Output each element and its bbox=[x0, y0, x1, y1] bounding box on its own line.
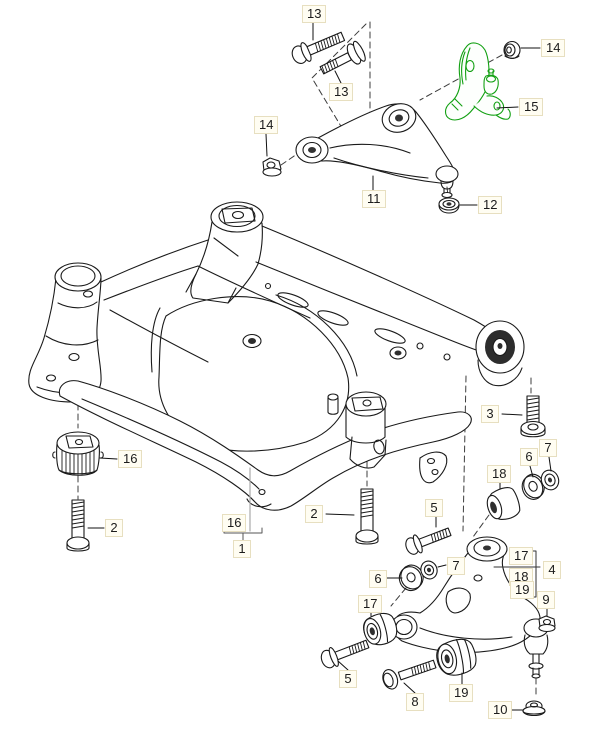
callout-13-top[interactable]: 13 bbox=[302, 5, 327, 23]
leader-lines bbox=[87, 22, 552, 711]
callout-14-right[interactable]: 14 bbox=[541, 39, 566, 57]
part-1-subframe-drawing bbox=[28, 201, 525, 511]
part-11-upper-control-arm-drawing bbox=[295, 103, 459, 199]
callout-9[interactable]: 9 bbox=[537, 591, 555, 609]
callout-2-left[interactable]: 2 bbox=[105, 519, 123, 537]
callout-1[interactable]: 1 bbox=[233, 540, 251, 558]
part-2-bolt-center-drawing bbox=[355, 488, 379, 545]
part-13-bolt-top-drawing bbox=[291, 31, 346, 65]
part-7-washer-right-drawing bbox=[540, 469, 560, 491]
callout-15[interactable]: 15 bbox=[519, 98, 544, 116]
callout-3[interactable]: 3 bbox=[481, 405, 499, 423]
part-9-nut-drawing bbox=[538, 615, 556, 633]
part-18-bushing-drawing bbox=[486, 487, 521, 521]
part-3-bolt-drawing bbox=[520, 395, 546, 438]
callout-2-center[interactable]: 2 bbox=[305, 505, 323, 523]
callout-18-right[interactable]: 18 bbox=[487, 465, 512, 483]
part-6-washer-right-drawing bbox=[521, 473, 545, 500]
callout-7-right[interactable]: 7 bbox=[539, 439, 557, 457]
callout-16-group[interactable]: 16 bbox=[222, 514, 247, 532]
callout-16-left[interactable]: 16 bbox=[118, 450, 143, 468]
part-5-bolt-lower-drawing bbox=[320, 639, 370, 669]
callout-12[interactable]: 12 bbox=[478, 196, 503, 214]
callout-5-upper[interactable]: 5 bbox=[425, 499, 443, 517]
callout-5-lower[interactable]: 5 bbox=[339, 670, 357, 688]
callout-10[interactable]: 10 bbox=[488, 701, 513, 719]
callout-4[interactable]: 4 bbox=[543, 561, 561, 579]
part-17-bushing-drawing bbox=[363, 612, 398, 646]
callout-19-group[interactable]: 19 bbox=[510, 581, 535, 599]
callout-14-left[interactable]: 14 bbox=[254, 116, 279, 134]
part-6-washer-mid-drawing bbox=[398, 564, 424, 592]
part-8-bolt-drawing bbox=[382, 659, 437, 690]
callout-7-mid[interactable]: 7 bbox=[447, 557, 465, 575]
callout-8[interactable]: 8 bbox=[406, 693, 424, 711]
part-7-washer-mid-drawing bbox=[420, 560, 438, 580]
callout-13-lower[interactable]: 13 bbox=[329, 83, 354, 101]
callout-17-left[interactable]: 17 bbox=[358, 595, 383, 613]
part-12-nut-drawing bbox=[438, 197, 460, 214]
part-14-nut-right-drawing bbox=[503, 40, 521, 60]
part-19-bushing-drawing bbox=[436, 638, 477, 676]
part-2-bolt-left-drawing bbox=[66, 499, 90, 552]
callout-17-group[interactable]: 17 bbox=[509, 547, 534, 565]
part-10-nut-drawing bbox=[522, 700, 546, 717]
part-16-mount-drawing bbox=[52, 431, 104, 476]
callout-11[interactable]: 11 bbox=[362, 190, 386, 208]
part-14-nut-left-drawing bbox=[262, 157, 282, 177]
part-4-lower-control-arm-drawing bbox=[390, 536, 549, 679]
callout-6-right[interactable]: 6 bbox=[520, 448, 538, 466]
part-15-bracket-highlighted-drawing bbox=[444, 42, 511, 121]
callout-6-mid[interactable]: 6 bbox=[369, 570, 387, 588]
callout-19-lower[interactable]: 19 bbox=[449, 684, 474, 702]
part-13-bolt-lower-drawing bbox=[319, 40, 366, 75]
part-5-bolt-upper-drawing bbox=[405, 527, 452, 555]
